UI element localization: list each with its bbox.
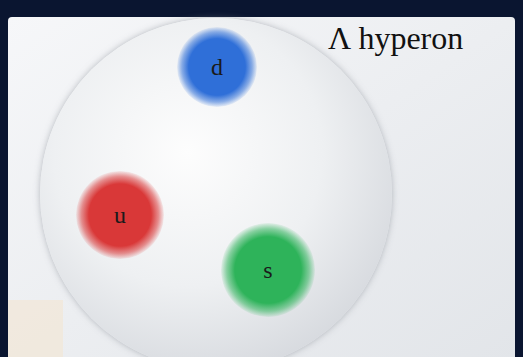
particle-name: Λ hyperon	[328, 20, 463, 57]
quark-label: u	[114, 202, 126, 229]
quark-label: s	[263, 257, 272, 284]
quark-label: d	[211, 54, 223, 81]
down-quark: d	[177, 27, 257, 107]
corner-patch	[8, 300, 63, 357]
strange-quark: s	[221, 223, 315, 317]
hyperon-sphere: Λ hyperondus	[40, 18, 392, 357]
up-quark: u	[76, 171, 164, 259]
